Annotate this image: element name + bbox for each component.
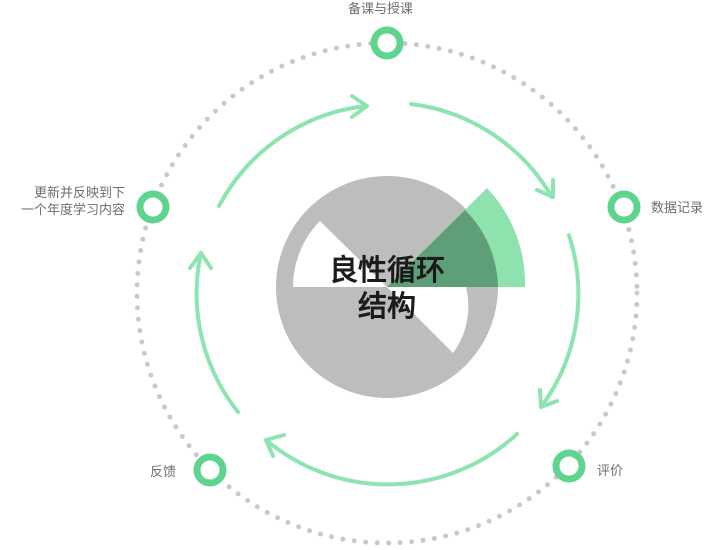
arrow-head — [188, 251, 213, 270]
center-title-line-1: 良性循环 — [328, 253, 445, 287]
node-label-record: 数据记录 — [651, 201, 704, 216]
node-update — [136, 190, 170, 224]
node-prep — [370, 26, 404, 60]
node-label-feedback: 反馈 — [150, 465, 177, 480]
arrow-head — [264, 433, 286, 458]
arrow-head — [350, 94, 369, 119]
center-title-line-2: 结构 — [357, 289, 416, 323]
center-wedge-white-left — [292, 221, 387, 287]
center-title: 良性循环 结构 — [287, 252, 487, 324]
arrow-evaluate-to-feedback — [264, 432, 519, 487]
outer-dotted-ring — [134, 40, 640, 546]
node-label-prep: 备课与授课 — [348, 2, 414, 17]
arrow-record-to-evaluate — [539, 233, 581, 409]
arrow-prep-to-record — [409, 102, 554, 199]
node-label-update: 更新并反映到下 一个年度学习内容 — [21, 185, 125, 219]
node-record — [607, 190, 641, 224]
arrow-feedback-to-update — [194, 251, 240, 414]
cycle-nodes — [136, 26, 641, 487]
center-wedge-white-right — [387, 287, 469, 353]
node-label-evaluate: 评价 — [597, 464, 624, 479]
cycle-arrows — [188, 94, 581, 487]
arrow-head — [535, 178, 555, 199]
center-wedge-overlap — [387, 210, 498, 287]
node-evaluate — [552, 449, 586, 483]
node-feedback — [193, 453, 227, 487]
node-label-update-line-2: 一个年度学习内容 — [20, 203, 125, 218]
arrow-update-to-prep — [217, 104, 368, 208]
arrow-head — [538, 388, 559, 409]
node-label-update-line-1: 更新并反映到下 — [33, 186, 125, 201]
